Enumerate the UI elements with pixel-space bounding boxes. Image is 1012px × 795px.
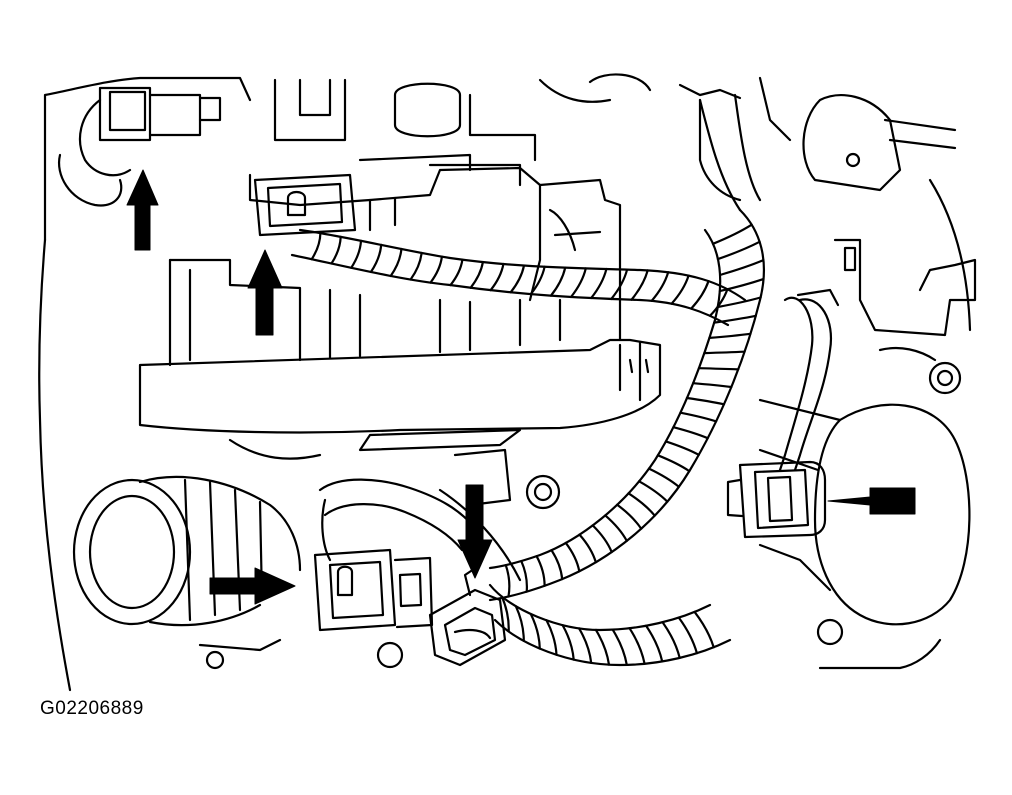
coolant-hose bbox=[72, 475, 302, 670]
intake-bracket bbox=[138, 258, 662, 460]
connector-right bbox=[726, 460, 827, 539]
figure-id-label: G02206889 bbox=[40, 698, 144, 719]
arrow-right-bottom bbox=[209, 567, 296, 605]
right-wire bbox=[778, 288, 840, 472]
connector-top-left bbox=[57, 86, 222, 207]
center-block bbox=[248, 153, 622, 342]
main-harness bbox=[488, 93, 766, 602]
connector-bottom-left bbox=[313, 498, 434, 632]
engine-outline bbox=[38, 73, 977, 692]
callout-arrows bbox=[126, 169, 916, 605]
arrow-down-center bbox=[457, 484, 493, 579]
center-bolts bbox=[453, 448, 561, 510]
connector-bottom-center bbox=[376, 563, 507, 669]
upper-harness bbox=[290, 228, 747, 327]
connector-top-center bbox=[253, 173, 357, 237]
arrow-up-center bbox=[247, 249, 283, 336]
arrow-left-right bbox=[827, 487, 916, 515]
lower-harness bbox=[318, 478, 732, 667]
arrow-up-left bbox=[126, 169, 159, 251]
